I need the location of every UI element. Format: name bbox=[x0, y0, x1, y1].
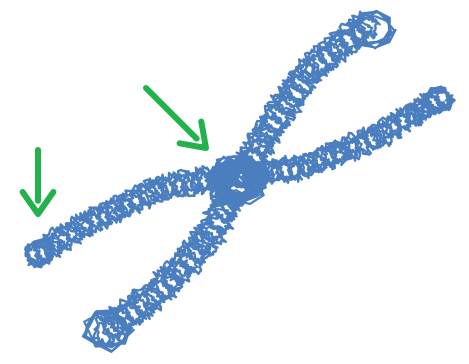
down-arrow bbox=[23, 150, 54, 214]
diagonal-arrow-shaft bbox=[146, 88, 197, 139]
chromatid-left-strand-inner bbox=[26, 89, 450, 266]
diagonal-arrow bbox=[146, 88, 206, 148]
chromatid-group bbox=[25, 11, 455, 352]
